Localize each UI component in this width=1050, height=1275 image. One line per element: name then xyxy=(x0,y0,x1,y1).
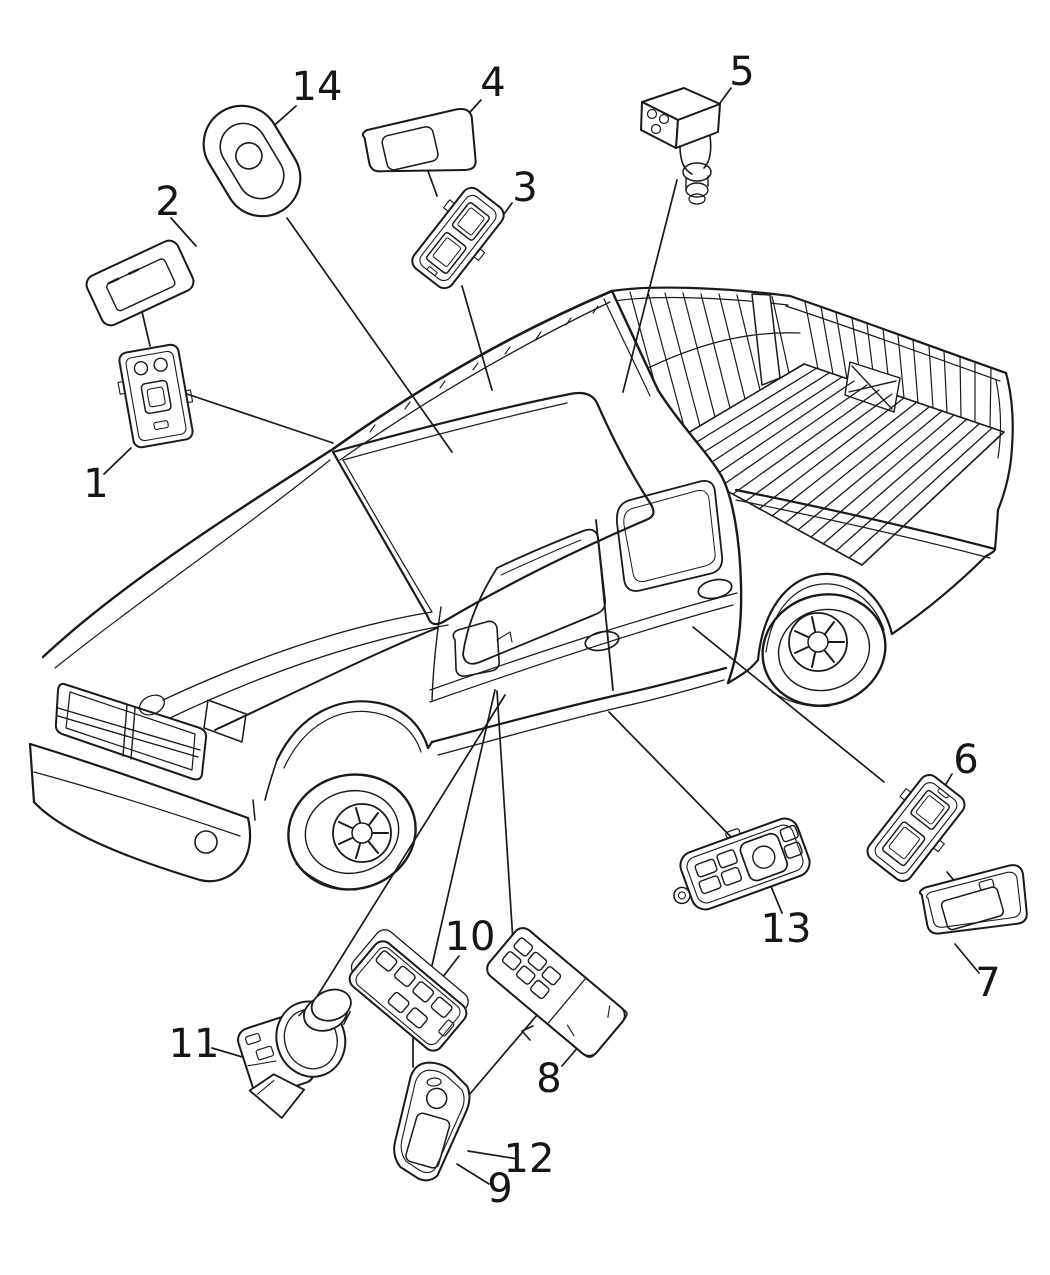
leader-9 xyxy=(456,1163,490,1185)
part-8-window-switch xyxy=(486,927,628,1058)
callout-13: 13 xyxy=(761,906,812,952)
headlight xyxy=(203,699,247,743)
leader-13 xyxy=(608,711,783,914)
truck-cab xyxy=(214,289,743,756)
bed-far-wall xyxy=(785,294,1008,433)
part-4-switch-bezel xyxy=(361,108,477,173)
truck-bed xyxy=(610,286,1014,708)
part-1-window-switch xyxy=(117,343,194,449)
windshield xyxy=(331,391,655,626)
side-mirror xyxy=(452,620,513,677)
tailgate xyxy=(993,371,1014,551)
part-10-master-window-switch xyxy=(348,929,469,1052)
callout-10: 10 xyxy=(445,914,496,960)
callout-7: 7 xyxy=(975,960,1000,1006)
callout-1: 1 xyxy=(83,461,108,507)
part-6-window-switch xyxy=(866,774,966,882)
callout-2: 2 xyxy=(155,179,180,225)
callout-4: 4 xyxy=(480,60,505,106)
part-13-switch-panel xyxy=(673,817,811,911)
callout-9: 9 xyxy=(487,1166,512,1212)
part-2-switch-bezel xyxy=(85,239,195,327)
front-bumper xyxy=(28,742,252,883)
front-door-window xyxy=(462,528,607,665)
part-7-switch-bezel xyxy=(918,864,1028,935)
part-11-mirror-switch xyxy=(237,988,352,1119)
leader-12 xyxy=(467,1150,519,1160)
callout-3: 3 xyxy=(512,165,537,211)
part-5-door-jamb-switch xyxy=(640,87,721,205)
front-wheel xyxy=(287,773,417,891)
callout-8: 8 xyxy=(536,1056,561,1102)
front-door-handle xyxy=(584,630,620,652)
bed-front-wall xyxy=(610,286,805,453)
rear-wheel xyxy=(761,593,887,708)
truck-front-end xyxy=(28,447,449,891)
callout-11: 11 xyxy=(169,1021,220,1067)
bed-side-panel xyxy=(726,488,997,685)
part-3-window-switch xyxy=(411,186,505,290)
callout-14: 14 xyxy=(292,64,343,110)
callout-5: 5 xyxy=(729,49,754,95)
leader-7 xyxy=(954,943,980,974)
rear-door-window xyxy=(615,479,724,592)
part-14-console-bezel xyxy=(202,104,302,218)
cab-body-fill xyxy=(333,291,742,742)
callout-12: 12 xyxy=(504,1136,555,1182)
callout-6: 6 xyxy=(953,737,978,783)
arrowhead xyxy=(521,1025,534,1041)
grille xyxy=(54,682,208,781)
leader-1 xyxy=(103,392,334,475)
rear-door-handle xyxy=(697,578,733,600)
callout-numbers: 1 2 3 4 5 6 7 8 9 10 11 12 13 14 xyxy=(83,49,1000,1212)
part-9-12-switch-bezel xyxy=(393,1061,471,1182)
